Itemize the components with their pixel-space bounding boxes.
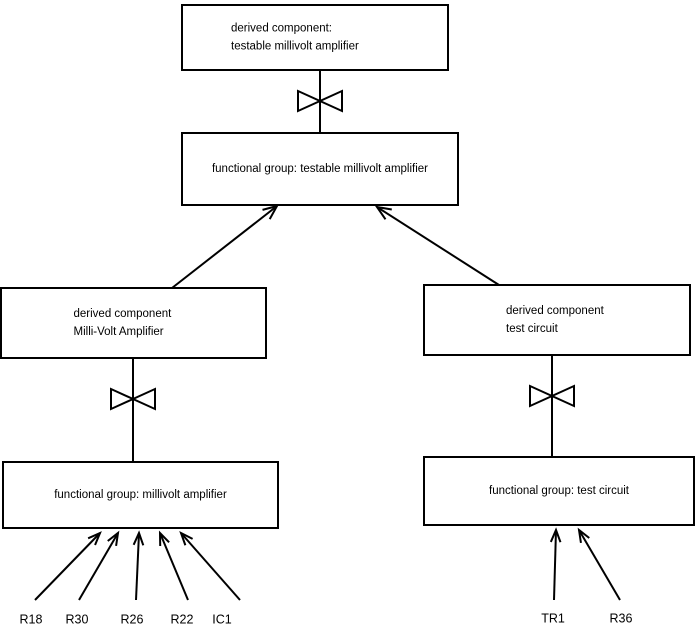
node-layer xyxy=(0,4,695,529)
arrow-shaft-leaf-arrow-r30 xyxy=(78,532,119,601)
node-box-dc-mv-amp[interactable] xyxy=(0,287,267,359)
node-label-fg-test-circuit: functional group: test circuit xyxy=(489,485,630,497)
node-label-dc-testable-mv-amp-line1: derived component: xyxy=(231,23,332,35)
node-label-dc-test-circuit-line1: derived component xyxy=(506,305,605,317)
arrow-head-leaf-arrow-r30 xyxy=(107,530,120,547)
arrow-head-leaf-arrow-r18 xyxy=(87,531,102,546)
arrow-head-leaf-arrow-r26 xyxy=(132,530,145,546)
connector-layer xyxy=(110,70,575,462)
node-box-fg-mv-amp[interactable] xyxy=(2,461,279,529)
node-label-dc-mv-amp-line2: Milli-Volt Amplifier xyxy=(74,326,164,338)
arrow-shaft-arrow-mv-amp-to-testable xyxy=(171,205,278,289)
leaf-label-r18: R18 xyxy=(20,612,43,626)
arrow-shaft-leaf-arrow-ic1 xyxy=(180,532,241,601)
leaf-label-r22: R22 xyxy=(171,612,194,626)
arrow-shaft-leaf-arrow-r26 xyxy=(135,532,140,601)
arrow-head-arrow-test-circuit-to-testable xyxy=(374,205,392,220)
leaf-label-r36: R36 xyxy=(610,611,633,625)
node-box-dc-test-circuit[interactable] xyxy=(423,284,691,356)
node-box-dc-testable-mv-amp[interactable] xyxy=(181,4,449,71)
leaf-label-r26: R26 xyxy=(121,612,144,626)
bowtie-right-wing-bowtie-top xyxy=(317,89,343,113)
arrow-head-leaf-arrow-r22 xyxy=(158,530,170,547)
bowtie-left-wing-bowtie-top xyxy=(297,89,323,113)
generalization-arrow-layer xyxy=(171,204,500,289)
node-label-fg-mv-amp: functional group: millivolt amplifier xyxy=(54,489,227,501)
leaf-label-tr1: TR1 xyxy=(541,611,565,625)
leaf-arrow-layer xyxy=(34,527,621,601)
arrow-head-leaf-arrow-ic1 xyxy=(179,530,194,546)
bowtie-left-wing-bowtie-left xyxy=(110,387,136,411)
bowtie-left-wing-bowtie-right xyxy=(529,384,555,408)
node-label-fg-testable-mv-amp: functional group: testable millivolt amp… xyxy=(212,163,428,175)
leaf-label-ic1: IC1 xyxy=(212,612,232,626)
node-label-dc-mv-amp-line1: derived component xyxy=(74,308,173,320)
leaf-label-r30: R30 xyxy=(66,612,89,626)
node-box-fg-test-circuit[interactable] xyxy=(423,456,695,526)
arrow-shaft-leaf-arrow-r22 xyxy=(159,532,189,601)
arrow-head-leaf-arrow-tr1 xyxy=(549,527,562,543)
arrow-shaft-leaf-arrow-tr1 xyxy=(553,529,557,601)
bowtie-right-wing-bowtie-right xyxy=(549,384,575,408)
node-label-dc-test-circuit-line2: test circuit xyxy=(506,323,559,335)
node-label-dc-testable-mv-amp-line2: testable millivolt amplifier xyxy=(231,41,359,53)
arrow-shaft-leaf-arrow-r18 xyxy=(34,532,101,601)
label-layer: derived component: testable millivolt amp… xyxy=(20,23,633,627)
node-box-fg-testable-mv-amp[interactable] xyxy=(181,132,459,206)
bowtie-right-wing-bowtie-left xyxy=(130,387,156,411)
arrow-shaft-leaf-arrow-r36 xyxy=(578,529,621,601)
arrow-shaft-arrow-test-circuit-to-testable xyxy=(376,206,500,286)
arrow-head-leaf-arrow-r36 xyxy=(577,527,590,543)
